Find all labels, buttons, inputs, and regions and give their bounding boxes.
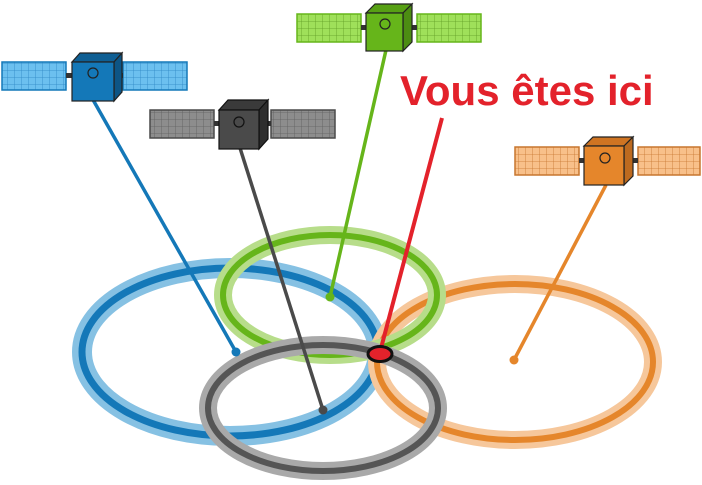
ring-center-gray — [318, 405, 328, 415]
ring-center-green — [325, 292, 335, 302]
satellite-orange — [514, 135, 701, 187]
signal-line-blue — [90, 97, 238, 353]
location-label: Vous êtes ici — [400, 67, 654, 114]
satellite-gray — [149, 98, 336, 151]
range-ring-gray — [199, 336, 447, 480]
signal-line-gray — [238, 147, 325, 411]
ring-center-orange — [509, 355, 519, 365]
range-ring-green — [214, 226, 446, 364]
ring-center-blue — [231, 347, 241, 357]
location-marker — [366, 345, 394, 363]
satellite-blue — [1, 51, 188, 103]
signal-line-orange — [512, 184, 608, 361]
pointer-line — [378, 117, 444, 353]
signal-line-green — [328, 49, 388, 298]
satellite-green — [296, 2, 482, 53]
